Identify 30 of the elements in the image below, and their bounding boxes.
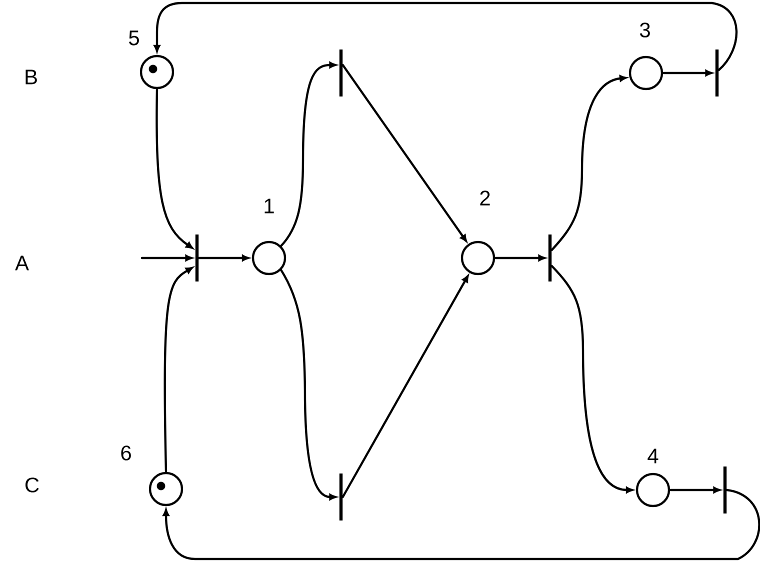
place-number: 4 bbox=[648, 448, 658, 464]
arrow bbox=[156, 88, 193, 249]
transition-bar bbox=[723, 466, 727, 514]
row-label: C bbox=[26, 478, 39, 492]
arrow bbox=[162, 488, 760, 560]
place-number: 5 bbox=[129, 30, 139, 46]
arrow bbox=[662, 70, 712, 76]
transition-bar bbox=[548, 234, 552, 282]
row-label: A bbox=[15, 256, 29, 270]
arrow bbox=[164, 266, 193, 473]
arrow bbox=[550, 264, 634, 494]
arrow bbox=[198, 254, 250, 262]
transition-bar bbox=[339, 474, 343, 520]
place-number: 1 bbox=[264, 198, 274, 214]
row-label: B bbox=[26, 70, 37, 84]
arrow bbox=[494, 254, 546, 262]
place-number: 3 bbox=[640, 22, 650, 38]
arrow bbox=[669, 486, 720, 494]
arrow bbox=[342, 275, 469, 498]
transition-bar bbox=[715, 50, 719, 96]
transition-bar bbox=[339, 50, 343, 96]
arrow bbox=[342, 64, 467, 242]
place-number: 6 bbox=[121, 446, 131, 460]
place-number: 2 bbox=[480, 190, 490, 206]
transition-bar bbox=[195, 234, 199, 282]
arrow bbox=[140, 254, 192, 262]
arrow bbox=[280, 62, 336, 247]
arrow bbox=[280, 268, 336, 500]
arrow bbox=[154, 2, 738, 72]
arrow bbox=[550, 75, 627, 252]
